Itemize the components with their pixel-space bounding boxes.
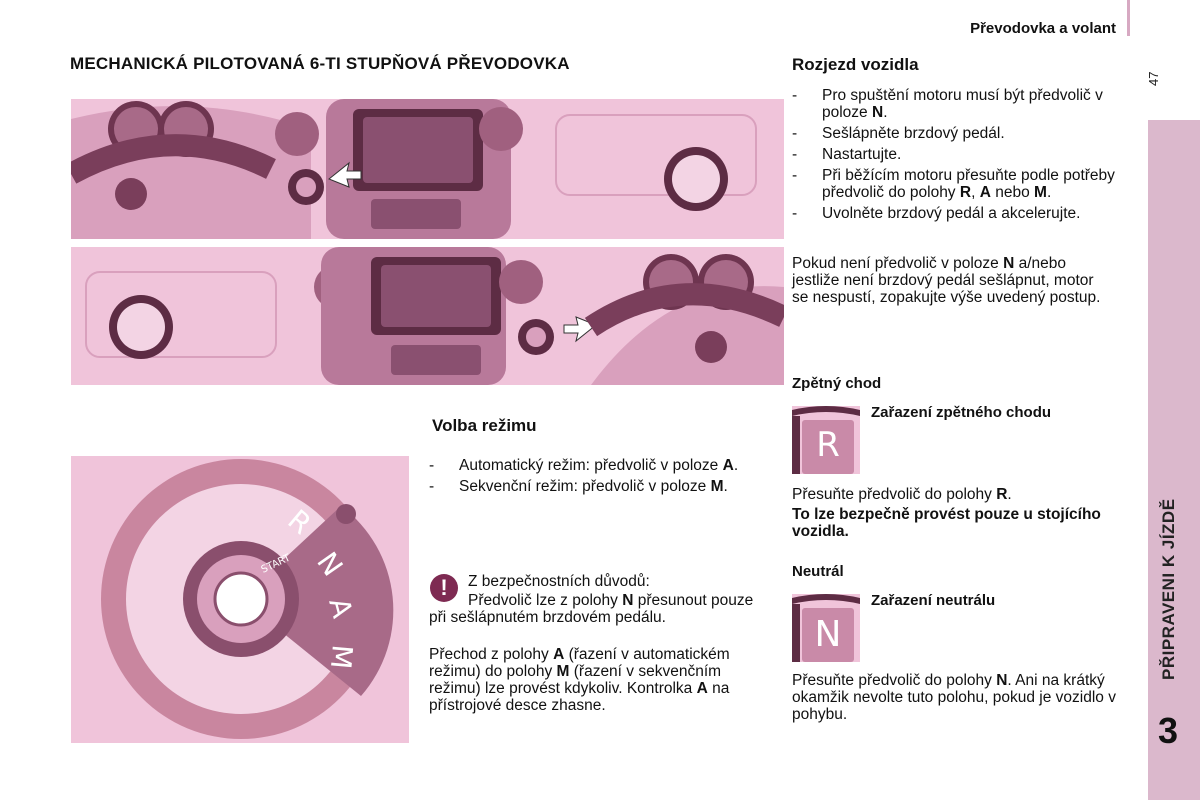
rozjezd-item-4: Při běžícím motoru přesuňte podle potřeb… <box>792 167 1122 201</box>
rozjezd-heading: Rozjezd vozidla <box>792 55 919 74</box>
neutral-tile-label: Zařazení neutrálu <box>871 592 996 609</box>
dashboard-illustration-rhd <box>71 247 784 385</box>
warning-para-1: Předvolič lze z polohy N přesunout pouze… <box>429 592 754 626</box>
dashboard-illustration-lhd <box>71 99 784 239</box>
reverse-tile-label: Zařazení zpětného chodu <box>871 404 1052 421</box>
dashboard-lhd-svg <box>71 99 784 239</box>
zpetny-para: Přesuňte předvolič do polohy R. <box>792 486 1012 503</box>
volba-item-seq: Sekvenční režim: předvolič v poloze M. <box>429 478 759 495</box>
zpetny-heading: Zpětný chod <box>792 375 882 392</box>
rozjezd-item-5: Uvolněte brzdový pedál a akcelerujte. <box>792 205 1122 222</box>
rozjezd-item-2: Sešlápněte brzdový pedál. <box>792 125 1122 142</box>
dashboard-rhd-svg <box>71 247 784 385</box>
header-rule <box>1127 0 1130 36</box>
arrow-icon <box>328 161 362 188</box>
steering-logo-icon <box>115 178 147 210</box>
running-header: Převodovka a volant <box>970 20 1116 37</box>
volba-heading: Volba režimu <box>432 416 537 435</box>
rozjezd-list: Pro spuštění motoru musí být předvolič v… <box>792 87 1122 226</box>
knob-letter-m: M <box>324 643 359 670</box>
reverse-tile-svg: R <box>792 406 860 474</box>
reverse-tile-letter: R <box>816 425 840 465</box>
chapter-tab-label: PŘIPRAVENI K JÍZDĚ <box>1159 498 1178 680</box>
gear-selector-svg: R N A M START <box>71 456 409 743</box>
start-button-icon <box>213 571 269 627</box>
neutral-para: Přesuňte předvolič do polohy N. Ani na k… <box>792 672 1116 723</box>
rozjezd-item-3: Nastartujte. <box>792 146 1122 163</box>
gear-selector-illustration: R N A M START <box>71 456 409 743</box>
selector-pointer-icon <box>336 504 356 524</box>
steering-logo-icon-2 <box>695 331 727 363</box>
rozjezd-item-1: Pro spuštění motoru musí být předvolič v… <box>792 87 1122 121</box>
page-number: 47 <box>1146 71 1161 86</box>
neutral-heading: Neutrál <box>792 563 844 580</box>
volba-item-auto: Automatický režim: předvolič v poloze A. <box>429 457 759 474</box>
warning-icon: ! <box>430 574 458 602</box>
volba-list: Automatický režim: předvolič v poloze A.… <box>429 457 759 499</box>
neutral-tile: N <box>792 594 860 662</box>
chapter-tab: PŘIPRAVENI K JÍZDĚ 3 <box>1148 120 1200 800</box>
neutral-tile-letter: N <box>815 614 842 655</box>
reverse-tile: R <box>792 406 860 474</box>
zpetny-note: To lze bezpečně provést pouze u stojícíh… <box>792 506 1101 540</box>
arrow-icon-2 <box>563 316 597 343</box>
page-title: MECHANICKÁ PILOTOVANÁ 6-TI STUPŇOVÁ PŘEV… <box>70 54 570 73</box>
warning-intro: Z bezpečnostních důvodů: <box>468 573 650 590</box>
neutral-tile-svg: N <box>792 594 860 662</box>
warning-para-2: Přechod z polohy A (řazení v automatické… <box>429 646 730 714</box>
chapter-number: 3 <box>1158 710 1179 751</box>
rozjezd-para: Pokud není předvolič v poloze N a/nebo j… <box>792 255 1101 306</box>
